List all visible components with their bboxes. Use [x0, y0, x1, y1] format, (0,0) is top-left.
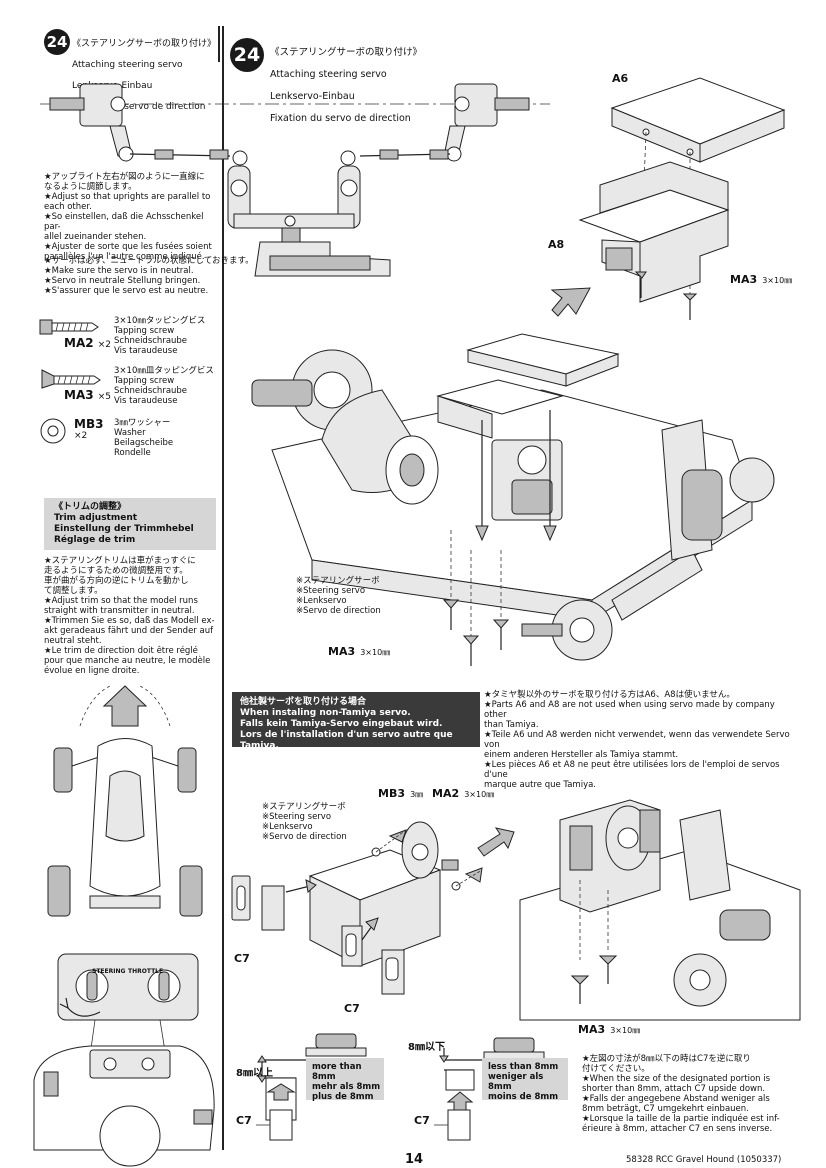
part-label-c7-b: C7 [344, 1002, 360, 1015]
measure-diagram-below [434, 1037, 545, 1141]
part-code: MA3 [64, 388, 94, 402]
column-divider-top [218, 26, 220, 62]
step-title-de: Lenkservo-Einbau [270, 91, 355, 102]
step-number-badge: 24 [44, 29, 70, 55]
part-desc: 3×10㎜タッピングビス Tapping screw Schneidschrau… [114, 316, 206, 356]
part-code: MB3 [74, 417, 104, 431]
measure-above-label: 8㎜以上 [236, 1068, 273, 1079]
buggy-top-view [47, 685, 203, 917]
note-servo-neutral: ★サーボは必ず、ニュートラルの状態にしておきます。 ★Make sure the… [44, 256, 254, 296]
part-desc: 3×10㎜皿タッピングビス Tapping screw Schneidschra… [114, 366, 214, 406]
transmitter-trim-diagram [33, 953, 215, 1167]
step-title-right: 《ステアリングサーボの取り付け》 Attaching steering serv… [270, 36, 422, 135]
step-number-badge-main: 24 [230, 38, 264, 72]
part-code: MA2 [64, 336, 94, 350]
part-qty: ×5 [97, 392, 112, 402]
step-title-jp: 《ステアリングサーボの取り付け》 [72, 38, 217, 49]
servo-callout: ※ステアリングサーボ ※Steering servo ※Lenkservo ※S… [296, 576, 381, 616]
part-desc: 3㎜ワッシャー Washer Beilagscheibe Rondelle [114, 418, 174, 458]
measure-below-text: less than 8mm weniger als 8mm moins de 8… [482, 1058, 568, 1102]
measure-note: ★左図の寸法が8㎜以下の時はC7を逆に取り 付けてください。 ★When the… [582, 1054, 780, 1134]
direction-arrow-icon [477, 827, 515, 857]
column-divider-vertical [222, 26, 224, 1150]
chassis-assembly-diagram [251, 333, 775, 666]
part-qty: ×2 [74, 431, 88, 441]
measure-below-label: 8㎜以下 [408, 1042, 445, 1053]
parts-list: MA2 ×2 3×10㎜タッピングビス Tapping screw Schnei… [36, 314, 226, 464]
servo-c7-exploded [231, 821, 483, 995]
part-label-c7-a: C7 [234, 952, 250, 965]
screw-label-ma3-top: MA3 3×10㎜ [730, 268, 792, 287]
part-qty: ×2 [97, 340, 112, 350]
part-size: 3㎜ [410, 790, 424, 799]
kit-code: 58328 RCC Gravel Hound (1050337) [626, 1155, 782, 1165]
screw-size: 3×10㎜ [360, 648, 391, 657]
step-title-en: Attaching steering servo [72, 59, 183, 70]
measure-diagram-above [256, 1033, 367, 1141]
screw-size: 3×10㎜ [610, 1026, 641, 1035]
screw-label-ma3-bottom: MA3 3×10㎜ [578, 1018, 640, 1037]
step-title-jp: 《ステアリングサーボの取り付け》 [270, 47, 423, 58]
screw-code: MA3 [578, 1023, 606, 1036]
tx-steering-label: STEERING [92, 968, 126, 975]
measure-above-text: more than 8mm mehr als 8mm plus de 8mm [306, 1058, 384, 1102]
screw-label-ma3-mid: MA3 3×10㎜ [328, 640, 390, 659]
step-title-fr: Fixation du servo de direction [270, 113, 411, 124]
part-code: MB3 [378, 787, 405, 800]
measure-c7-right: C7 [414, 1114, 430, 1127]
washer-label-mb3: MB3 3㎜ [378, 782, 423, 801]
non-tamiya-heading: 他社製サーボを取り付ける場合 When instaling non-Tamiya… [232, 692, 480, 751]
tx-throttle-label: THROTTLE [128, 968, 164, 975]
non-tamiya-note: ★タミヤ製以外のサーボを取り付ける方はA6、A8は使いません。 ★Parts A… [484, 690, 790, 790]
screw-label-ma2: MA2 3×10㎜ [432, 782, 494, 801]
servo-mount-exploded [550, 77, 786, 320]
countersunk-screw-icon [41, 369, 101, 389]
screw-code: MA3 [328, 645, 356, 658]
screw-code: MA2 [432, 787, 460, 800]
servo-callout-2: ※ステアリングサーボ ※Steering servo ※Lenkservo ※S… [262, 802, 347, 842]
screw-size: 3×10㎜ [464, 790, 495, 799]
note-uprights-parallel: ★アップライト左右が図のように一直線に なるように調節します。 ★Adjust … [44, 172, 212, 262]
steering-linkage-diagram [40, 83, 550, 277]
tapping-screw-icon [39, 319, 99, 335]
screw-code: MA3 [730, 273, 758, 286]
page-number: 14 [405, 1152, 424, 1167]
measure-c7-left: C7 [236, 1114, 252, 1127]
part-label-a6: A6 [612, 72, 629, 85]
step-title-en: Attaching steering servo [270, 69, 387, 80]
part-label-a8: A8 [548, 238, 565, 251]
servo-installed-diagram [519, 799, 801, 1021]
trim-header: 《トリムの調整》 Trim adjustment Einstellung der… [44, 498, 216, 550]
washer-icon [40, 418, 66, 444]
trim-body: ★ステアリングトリムは車がまっすぐに 走るようにするための微調整用です。 車が曲… [44, 556, 215, 676]
screw-size: 3×10㎜ [762, 276, 793, 285]
